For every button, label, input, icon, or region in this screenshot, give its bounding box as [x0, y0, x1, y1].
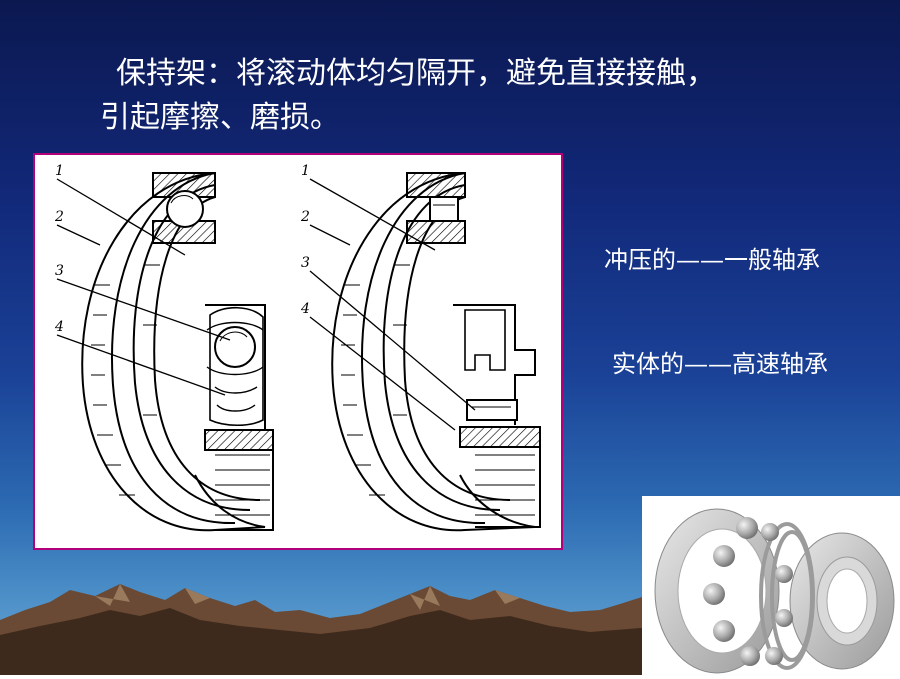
right-callout-3: 3	[301, 255, 310, 271]
right-callout-1: 1	[301, 163, 310, 179]
bearing-drawing-panel: 1 2 3 4 1 2 3 4	[33, 153, 563, 550]
title-line-2: 引起摩擦、磨损。	[100, 100, 340, 135]
solid-cage-bearing	[309, 172, 541, 532]
bearing-photo	[642, 496, 900, 675]
stamped-cage-bearing	[56, 172, 274, 532]
left-callout-1: 1	[55, 163, 64, 179]
left-callout-3: 3	[55, 263, 64, 279]
right-callout-2: 2	[300, 209, 310, 225]
right-callout-4: 4	[300, 301, 310, 317]
title-line-1: 保持架：将滚动体均匀隔开，避免直接接触，	[116, 56, 716, 91]
left-callout-4: 4	[54, 319, 64, 335]
solid-cage-label: 实体的——高速轴承	[612, 350, 828, 378]
stamped-cage-label: 冲压的——一般轴承	[604, 246, 820, 274]
bearing-drawing: 1 2 3 4 1 2 3 4	[54, 163, 541, 532]
left-callout-2: 2	[54, 209, 64, 225]
slide-title: 保持架：将滚动体均匀隔开，避免直接接触， 引起摩擦、磨损。	[100, 52, 860, 140]
